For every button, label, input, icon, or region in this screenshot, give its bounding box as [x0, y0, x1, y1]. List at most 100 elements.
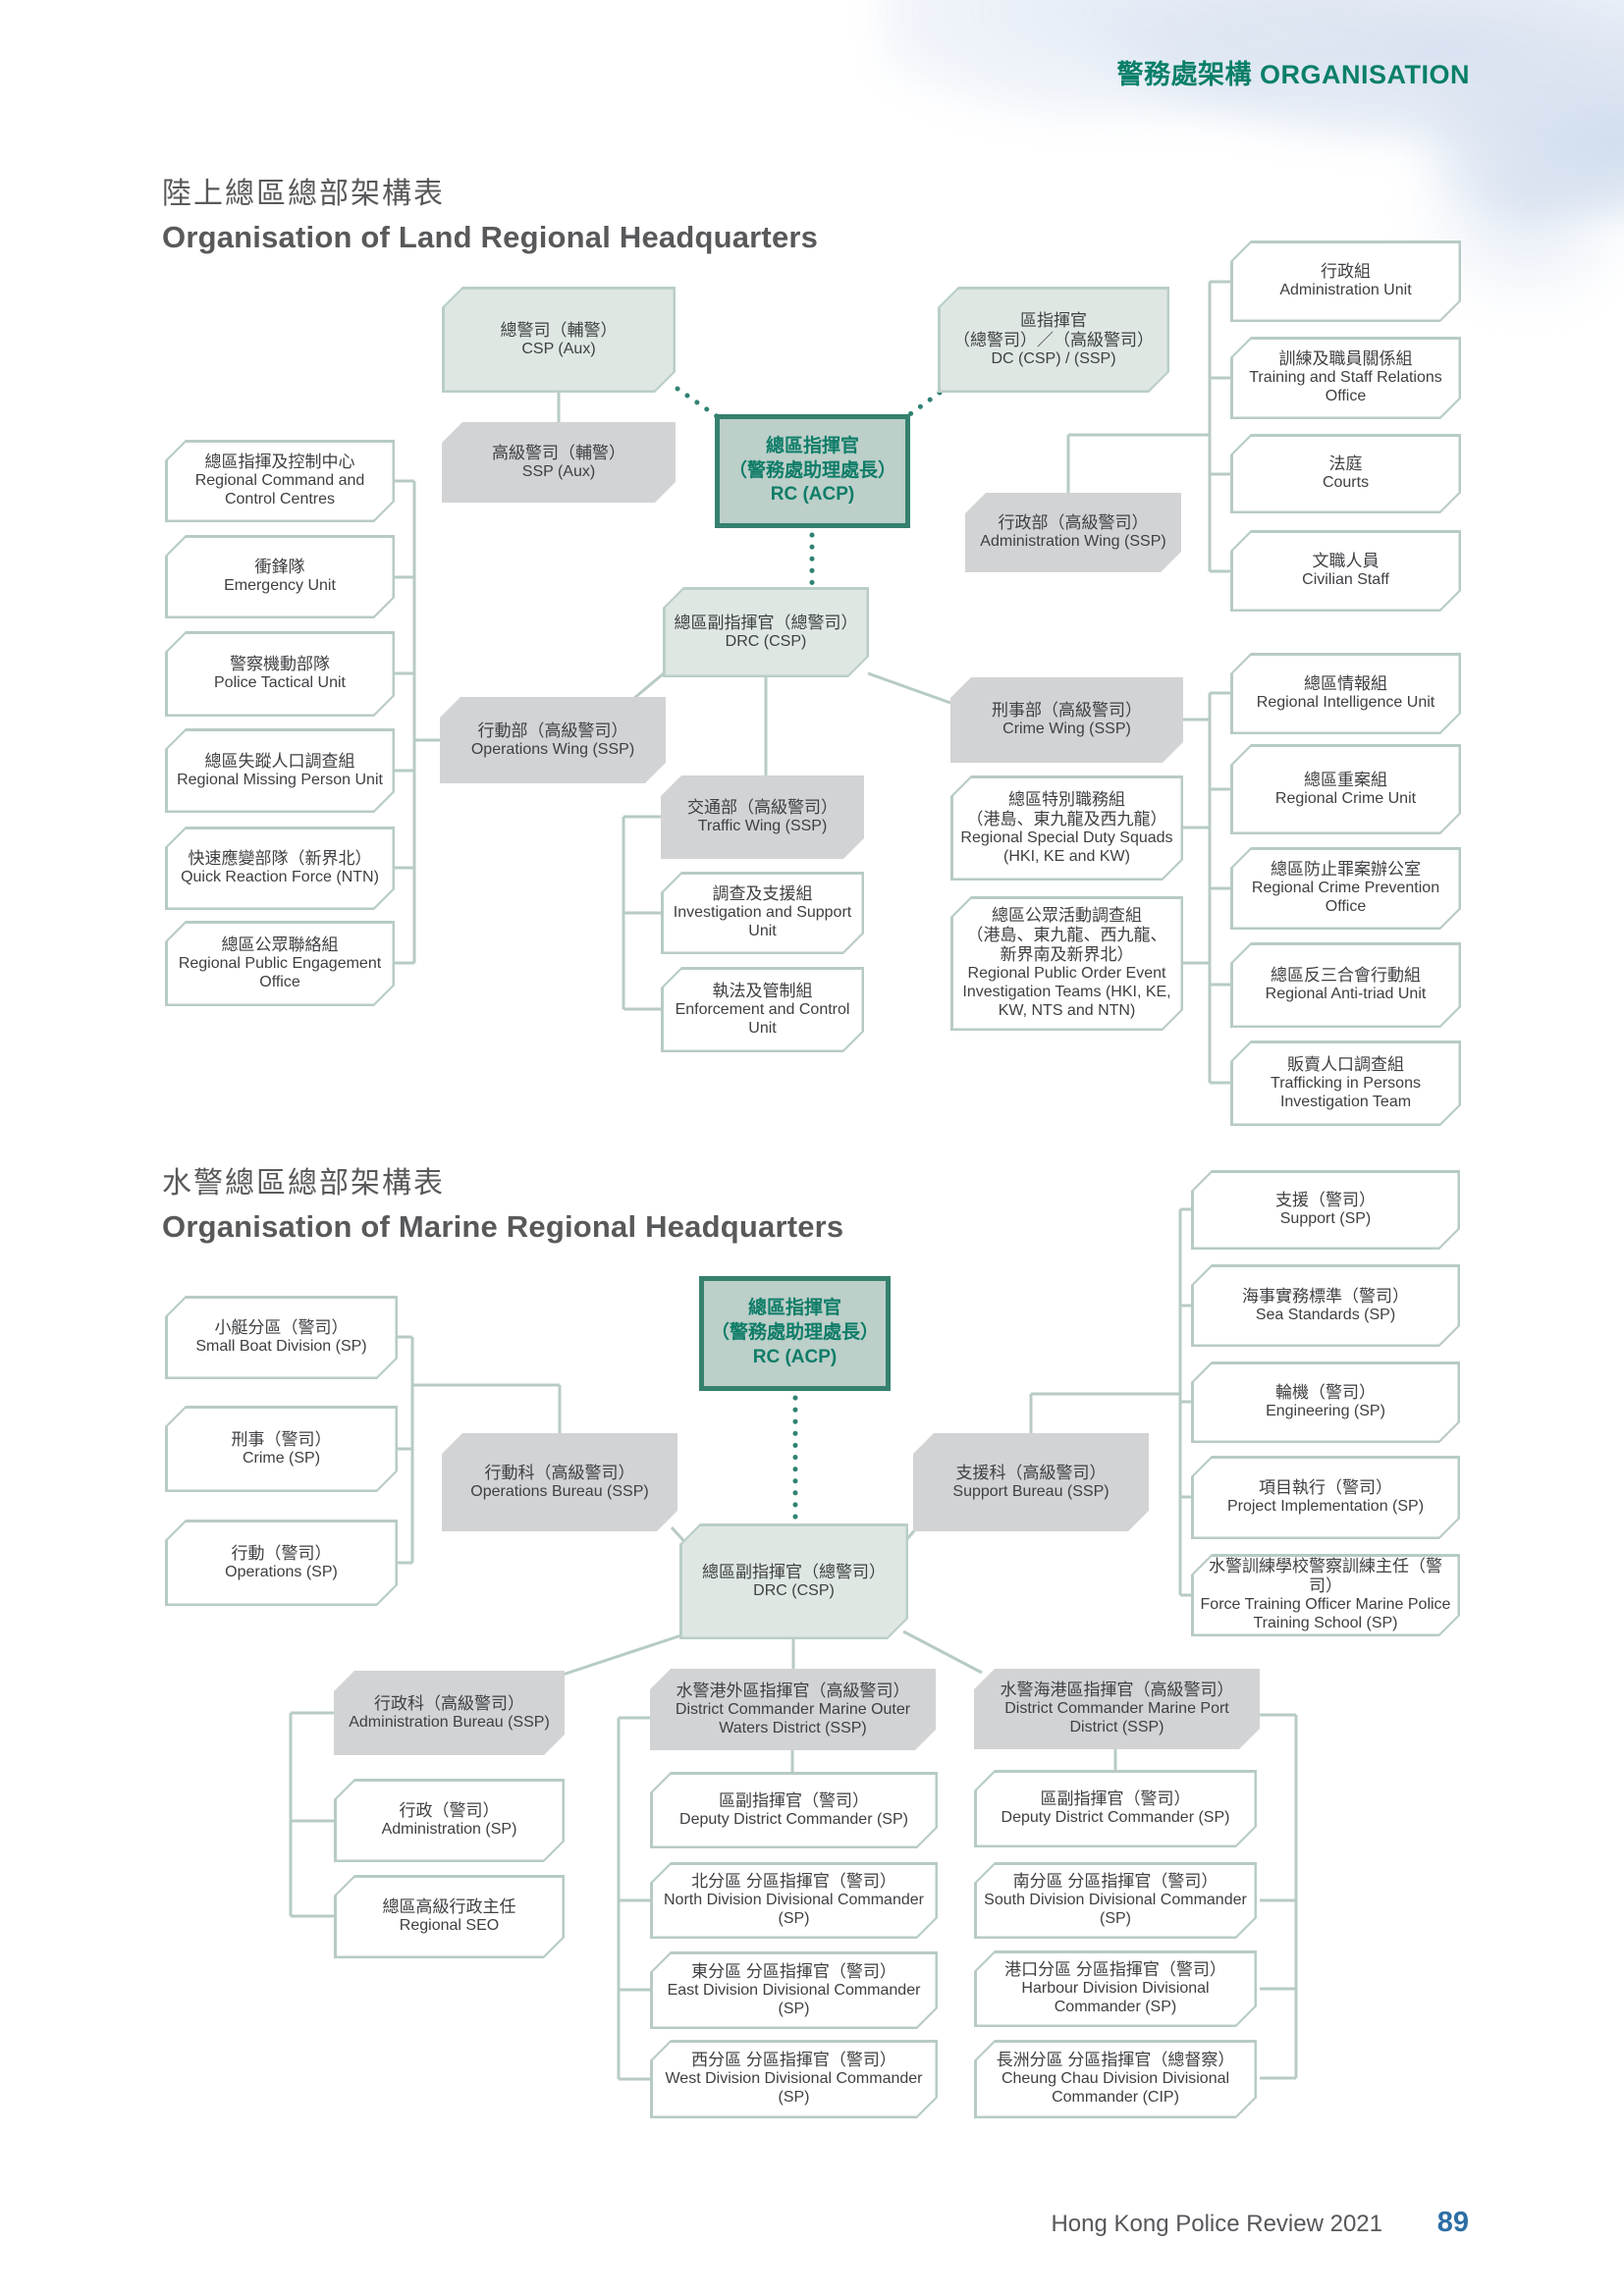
marine-admin-sp: 行政（警司）Administration (SP): [334, 1779, 565, 1862]
marine-rc-shape: [699, 1276, 891, 1391]
marine-admin-sp-label: 行政（警司）Administration (SP): [342, 1781, 557, 1860]
marine-seo-fill: [337, 1878, 563, 1956]
marine-support-label-zh: 支援（警司）: [1275, 1191, 1376, 1210]
marine-admin-bureau: 行政科（高級警司）Administration Bureau (SSP): [334, 1671, 565, 1755]
marine-fto-fill: [1194, 1557, 1458, 1634]
land-rsds-label-zh: （港島、東九龍及西九龍）: [966, 809, 1167, 828]
marine-cheung-chau: 長洲分區 分區指揮官（總督察）Cheung Chau Division Divi…: [974, 2040, 1257, 2118]
land-rsds-label-en: Regional Special Duty Squads (HKI, KE an…: [960, 828, 1173, 865]
marine-fto-label: 水警訓練學校警察訓練主任（警司）Force Training Officer M…: [1199, 1556, 1452, 1634]
marine-fto-label-en: Force Training Officer Marine Police Tra…: [1200, 1596, 1451, 1632]
marine-small-boat-label-en: Small Boat Division (SP): [195, 1338, 367, 1356]
marine-ow-ddc-label-en: Deputy District Commander (SP): [679, 1810, 908, 1828]
marine-rc-label-zh: 總區指揮官: [747, 1298, 841, 1319]
land-ecu-label-zh: 執法及管制組: [712, 981, 813, 1000]
marine-title-zh: 水警總區總部架構表: [162, 1167, 445, 1200]
land-riu-fill: [1233, 656, 1459, 732]
land-ptu-label-zh: 警察機動部隊: [230, 655, 330, 674]
marine-support-label: 支援（警司）Support (SP): [1199, 1172, 1452, 1248]
land-title-zh: 陸上總區總部架構表: [162, 178, 445, 210]
land-crime-wing-label-en: Crime Wing (SSP): [1002, 721, 1131, 738]
marine-small-boat-fill: [168, 1299, 396, 1377]
marine-rc-label-zh: （警務處助理處長）: [710, 1322, 879, 1344]
land-admin-wing-label-zh: 行政部（高級警司）: [998, 513, 1149, 533]
marine-harbour-label-en: Harbour Division Divisional Commander (S…: [1021, 1980, 1210, 2016]
land-traffic-wing-label: 交通部（高級警司）Traffic Wing (SSP): [669, 777, 856, 857]
marine-drc-label: 總區副指揮官（總警司）DRC (CSP): [687, 1525, 900, 1637]
land-rsds-fill: [953, 778, 1181, 879]
land-crime-wing-label-zh: 刑事部（高級警司）: [992, 701, 1142, 721]
land-section-title: 陸上總區總部架構表 Organisation of Land Regional …: [162, 169, 818, 255]
land-qrf: 快速應變部隊（新界北）Quick Reaction Force (NTN): [165, 827, 395, 910]
marine-ow-dc-label-en: District Commander Marine Outer Waters D…: [675, 1700, 911, 1736]
land-ops-wing-label-en: Operations Wing (SSP): [470, 740, 635, 758]
land-courts-fill: [1233, 437, 1459, 511]
marine-seo-label-zh: 總區高級行政主任: [382, 1897, 516, 1917]
land-ssp-aux-label: 高級警司（輔警）SSP (Aux): [450, 424, 668, 501]
marine-ow-dc: 水警港外區指揮官（高級警司）District Commander Marine …: [650, 1669, 936, 1750]
land-admin-wing-label: 行政部（高級警司）Administration Wing (SSP): [973, 495, 1173, 570]
marine-rc-label: 總區指揮官（警務處助理處長）RC (ACP): [707, 1278, 883, 1389]
marine-admin-sp-fill: [337, 1782, 563, 1860]
marine-cheung-chau-label-en: Cheung Chau Division Divisional Commande…: [1001, 2070, 1230, 2107]
marine-sea-standards-label-zh: 海事實務標準（警司）: [1242, 1286, 1409, 1306]
land-isu-label-zh: 調查及支援組: [712, 884, 813, 904]
land-drc-fill: [666, 590, 867, 675]
land-crime-wing: 刑事部（高級警司）Crime Wing (SSP): [950, 677, 1183, 763]
marine-ow-dc-fill: [653, 1672, 934, 1748]
marine-north-label-en: North Division Divisional Commander (SP): [664, 1892, 924, 1928]
marine-title-en: Organisation of Marine Regional Headquar…: [162, 1209, 844, 1244]
marine-support-bureau: 支援科（高級警司）Support Bureau (SSP): [913, 1433, 1149, 1531]
marine-cheung-chau-label-zh: 長洲分區 分區指揮官（總督察）: [996, 2051, 1235, 2070]
land-eu-fill: [168, 538, 393, 616]
marine-admin-sp-label-en: Administration (SP): [381, 1821, 517, 1839]
marine-support-bureau-fill: [916, 1436, 1147, 1529]
marine-operations-label: 行動（警司）Operations (SP): [173, 1522, 390, 1604]
marine-sea-standards-label: 海事實務標準（警司）Sea Standards (SP): [1199, 1266, 1452, 1345]
marine-ops-bureau-label-zh: 行動科（高級警司）: [484, 1463, 635, 1482]
land-traffic-wing-label-zh: 交通部（高級警司）: [687, 798, 838, 818]
land-ssp-aux-fill: [445, 425, 674, 501]
land-poeit-label-zh: 總區公眾活動調查組: [992, 906, 1142, 926]
marine-support-fill: [1194, 1173, 1458, 1248]
land-ecu-fill: [664, 970, 862, 1050]
marine-ow-dc-label-zh: 水警港外區指揮官（高級警司）: [676, 1681, 910, 1700]
marine-small-boat: 小艇分區（警司）Small Boat Division (SP): [165, 1296, 398, 1379]
land-qrf-fill: [168, 829, 393, 908]
marine-sea-standards: 海事實務標準（警司）Sea Standards (SP): [1191, 1264, 1460, 1347]
land-poeit-fill: [953, 899, 1181, 1029]
land-crime-wing-fill: [953, 680, 1181, 761]
marine-operations-label-en: Operations (SP): [225, 1563, 338, 1580]
land-rcu-label-zh: 總區重案組: [1304, 770, 1387, 789]
land-csp-aux: 總警司（輔警）CSP (Aux): [442, 287, 676, 393]
land-ops-wing-label-zh: 行動部（高級警司）: [477, 721, 628, 740]
land-ptu-fill: [168, 634, 393, 715]
land-rc-label: 總區指揮官（警務處助理處長）RC (ACP): [723, 416, 902, 526]
page-section-header: 警務處架構 ORGANISATION: [1116, 60, 1470, 89]
marine-engineering: 輪機（警司）Engineering (SP): [1191, 1362, 1460, 1443]
land-admin-wing: 行政部（高級警司）Administration Wing (SSP): [965, 493, 1181, 572]
land-rcu-label-en: Regional Crime Unit: [1274, 789, 1417, 807]
marine-engineering-label-zh: 輪機（警司）: [1275, 1383, 1376, 1403]
marine-seo-label-en: Regional SEO: [399, 1917, 500, 1935]
marine-ow-dc-label: 水警港外區指揮官（高級警司）District Commander Marine …: [658, 1671, 928, 1748]
land-rsds: 總區特別職務組（港島、東九龍及西九龍）Regional Special Duty…: [950, 775, 1183, 881]
marine-support: 支援（警司）Support (SP): [1191, 1170, 1460, 1250]
marine-fto-label-zh: 水警訓練學校警察訓練主任（警司）: [1209, 1557, 1442, 1596]
land-qrf-label-en: Quick Reaction Force (NTN): [181, 869, 379, 886]
land-eu-label-en: Emergency Unit: [224, 577, 336, 595]
marine-crime: 刑事（警司）Crime (SP): [165, 1406, 398, 1492]
